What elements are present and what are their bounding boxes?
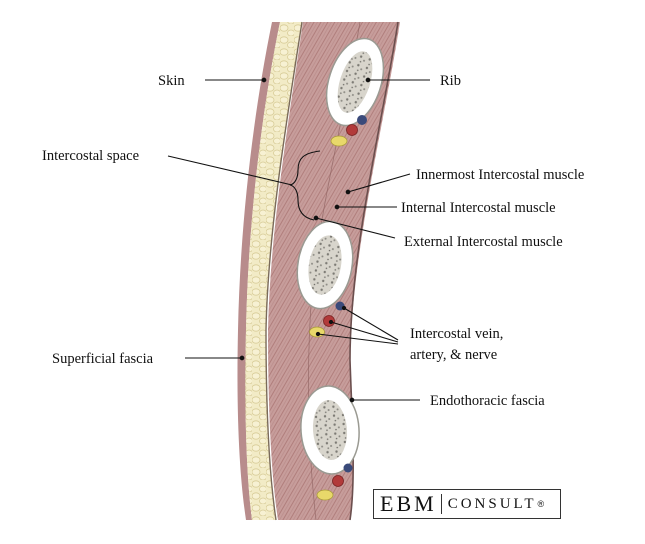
neurovascular-bundle-3 (316, 463, 353, 501)
superficial-fascia-layer (245, 22, 302, 520)
label-superficial-fascia: Superficial fascia (52, 351, 154, 367)
leader-intercostal-space (167, 155, 293, 186)
endothoracic-fascia-line (349, 21, 399, 521)
leader-nerve (317, 333, 399, 345)
skin-layer (237, 22, 280, 520)
leader-innermost (347, 173, 411, 193)
leader-artery (330, 321, 399, 343)
intercostal-space-brace (289, 150, 321, 221)
rib-1 (325, 37, 385, 127)
label-skin: Skin (158, 73, 185, 89)
label-external-intercostal: External Intercostal muscle (404, 234, 563, 250)
logo-brand: EBM (380, 491, 437, 516)
ebm-consult-logo: EBM CONSULT ® (373, 489, 561, 519)
label-internal-intercostal: Internal Intercostal muscle (401, 200, 556, 216)
logo-suffix: CONSULT (447, 495, 537, 512)
label-intercostal-space: Intercostal space (42, 148, 139, 164)
rib-3 (300, 385, 360, 475)
deep-fascia-line (265, 21, 303, 521)
label-innermost-intercostal: Innermost Intercostal muscle (416, 167, 584, 183)
leader-external (315, 217, 396, 239)
neurovascular-bundle-1 (330, 115, 367, 147)
label-vessels-line2: artery, & nerve (410, 347, 497, 363)
logo-divider (440, 494, 442, 514)
label-endothoracic-fascia: Endothoracic fascia (430, 393, 545, 409)
leader-lines (167, 77, 430, 403)
registered-mark: ® (537, 499, 545, 509)
label-vessels-line1: Intercostal vein, (410, 326, 503, 342)
label-rib: Rib (440, 73, 461, 89)
rib-2 (296, 220, 354, 310)
leader-vein (343, 307, 399, 341)
